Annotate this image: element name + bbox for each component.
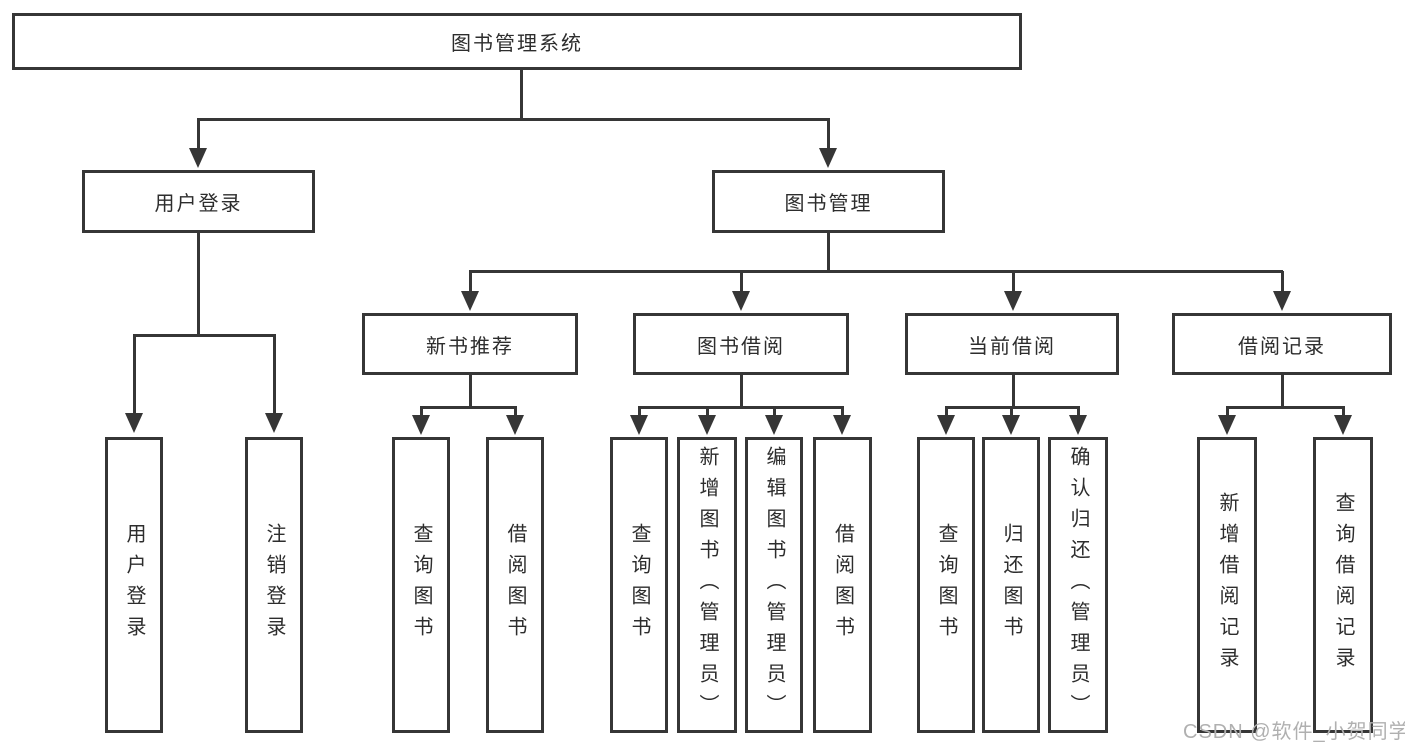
arrowhead-icon: [189, 148, 207, 168]
connector-line: [740, 375, 743, 408]
node-leaf-query-books-1: 查询图书: [392, 437, 450, 733]
arrowhead-icon: [506, 415, 524, 435]
node-leaf-user-login: 用户登录: [105, 437, 163, 733]
connector-line: [827, 119, 830, 152]
connector-line: [773, 407, 776, 419]
connector-line: [1281, 375, 1284, 408]
node-label: 借阅图书: [504, 523, 526, 647]
connector-line: [133, 335, 136, 417]
arrowhead-icon: [1334, 415, 1352, 435]
connector-line: [1012, 375, 1015, 408]
node-leaf-query-borrow-record: 查询借阅记录: [1313, 437, 1373, 733]
node-library-management-system: 图书管理系统: [12, 13, 1022, 70]
arrowhead-icon: [630, 415, 648, 435]
connector-line: [1012, 271, 1015, 295]
node-new-book-recommend: 新书推荐: [362, 313, 578, 375]
connector-line: [1226, 406, 1345, 409]
connector-line: [420, 406, 517, 409]
arrowhead-icon: [1004, 291, 1022, 311]
connector-line: [197, 119, 200, 152]
connector-line: [273, 335, 276, 417]
node-leaf-borrow-books-2: 借阅图书: [813, 437, 872, 733]
node-label: 查询图书: [628, 523, 650, 647]
connector-line: [1226, 407, 1229, 419]
node-label: 借阅记录: [1238, 335, 1326, 358]
node-label: 新书推荐: [426, 335, 514, 358]
node-label: 当前借阅: [968, 335, 1056, 358]
arrowhead-icon: [1273, 291, 1291, 311]
node-label: 图书管理系统: [451, 33, 583, 55]
csdn-watermark: CSDN @软件_小贺同学: [1183, 721, 1405, 743]
connector-line: [469, 271, 472, 295]
node-label: 查询图书: [410, 523, 432, 647]
node-label: 新增图书（管理员）: [696, 445, 718, 725]
node-label: 查询图书: [935, 523, 957, 647]
node-leaf-return-books: 归还图书: [982, 437, 1040, 733]
arrowhead-icon: [1069, 415, 1087, 435]
node-label: 借阅图书: [831, 523, 854, 647]
connector-line: [420, 407, 423, 419]
connector-line: [469, 375, 472, 408]
node-label: 用户登录: [123, 523, 145, 647]
node-label: 注销登录: [263, 523, 285, 647]
connector-line: [638, 406, 844, 409]
node-label: 归还图书: [1000, 523, 1022, 647]
connector-line: [1077, 407, 1080, 419]
node-label: 用户登录: [154, 193, 243, 215]
node-current-borrowing: 当前借阅: [905, 313, 1119, 375]
node-leaf-borrow-books-1: 借阅图书: [486, 437, 544, 733]
node-label: 新增借阅记录: [1216, 492, 1238, 678]
connector-line: [841, 407, 844, 419]
connector-line: [638, 407, 641, 419]
arrowhead-icon: [125, 413, 143, 433]
connector-line: [133, 334, 276, 337]
arrowhead-icon: [819, 148, 837, 168]
node-label: 确认归还（管理员）: [1067, 445, 1089, 725]
connector-line: [1281, 271, 1284, 295]
arrowhead-icon: [833, 415, 851, 435]
arrowhead-icon: [461, 291, 479, 311]
arrowhead-icon: [1002, 415, 1020, 435]
connector-line: [1010, 407, 1013, 419]
node-leaf-add-borrow-record: 新增借阅记录: [1197, 437, 1257, 733]
connector-line: [1342, 407, 1345, 419]
node-label: 图书借阅: [697, 335, 785, 358]
node-leaf-edit-book-admin: 编辑图书（管理员）: [745, 437, 803, 733]
node-leaf-query-books-3: 查询图书: [917, 437, 975, 733]
arrowhead-icon: [412, 415, 430, 435]
node-book-borrowing: 图书借阅: [633, 313, 849, 375]
node-leaf-confirm-return-admin: 确认归还（管理员）: [1048, 437, 1108, 733]
connector-line: [740, 271, 743, 295]
arrowhead-icon: [937, 415, 955, 435]
node-label: 查询借阅记录: [1332, 492, 1354, 678]
arrowhead-icon: [765, 415, 783, 435]
node-borrowing-records: 借阅记录: [1172, 313, 1392, 375]
node-label: 编辑图书（管理员）: [763, 445, 785, 725]
connector-line: [827, 233, 830, 272]
node-label: 图书管理: [784, 193, 873, 215]
connector-line: [945, 407, 948, 419]
node-user-login: 用户登录: [82, 170, 315, 233]
connector-line: [520, 70, 523, 120]
connector-line: [197, 233, 200, 336]
arrowhead-icon: [732, 291, 750, 311]
node-book-management: 图书管理: [712, 170, 945, 233]
node-leaf-logout: 注销登录: [245, 437, 303, 733]
connector-line: [469, 270, 1283, 273]
connector-line: [514, 407, 517, 419]
node-leaf-query-books-2: 查询图书: [610, 437, 668, 733]
arrowhead-icon: [1218, 415, 1236, 435]
connector-line: [706, 407, 709, 419]
connector-line: [197, 118, 830, 121]
arrowhead-icon: [698, 415, 716, 435]
node-leaf-add-book-admin: 新增图书（管理员）: [677, 437, 737, 733]
arrowhead-icon: [265, 413, 283, 433]
